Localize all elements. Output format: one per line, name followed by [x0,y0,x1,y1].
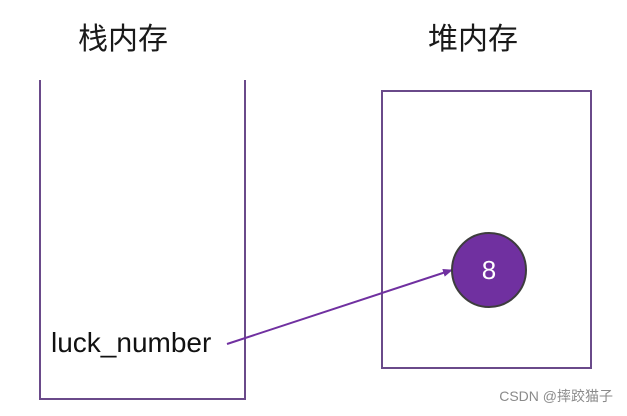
variable-label: luck_number [51,327,212,358]
heap-memory-title: 堆内存 [428,22,518,57]
stack-memory-box [39,80,246,400]
stack-memory-title: 栈内存 [78,22,168,57]
heap-value-circle: 8 [451,232,527,308]
watermark: CSDN @摔跤猫子 [499,388,613,404]
heap-value-text: 8 [481,254,497,285]
heap-memory-box [381,90,592,369]
